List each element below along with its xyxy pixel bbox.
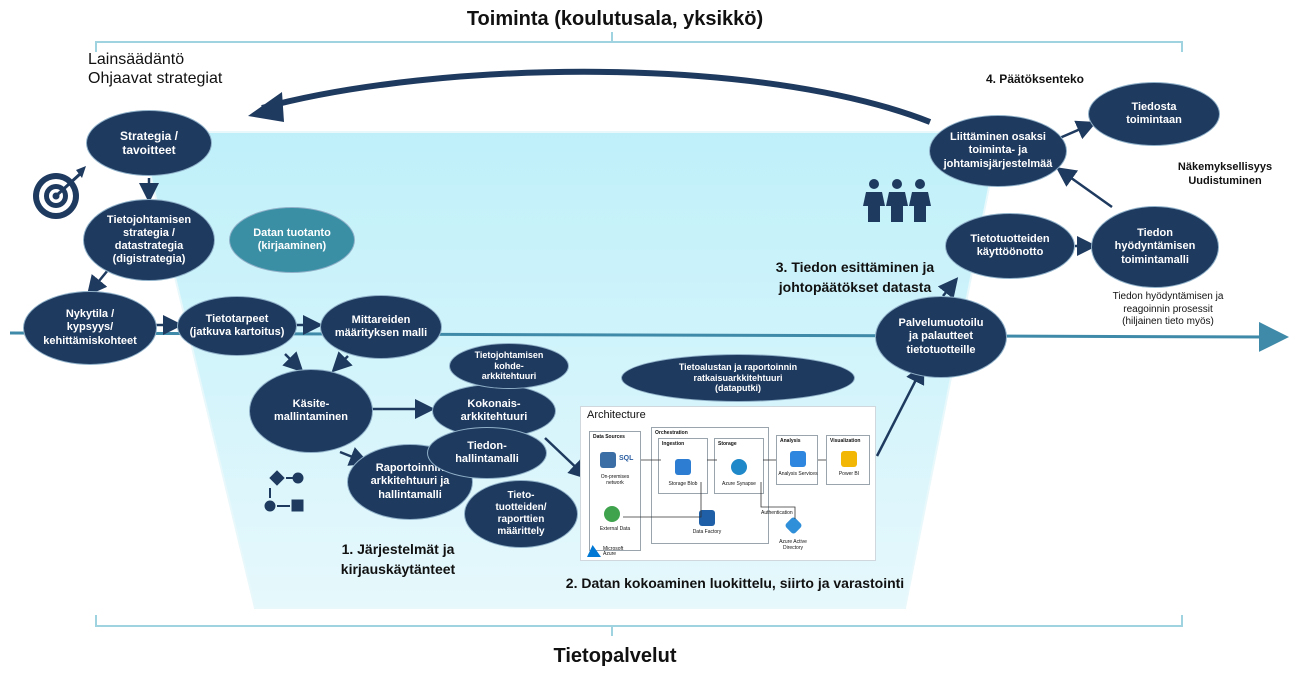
section-3-label: 3. Tiedon esittäminen ja johtopäätökset … xyxy=(775,259,935,295)
architecture-diagram: Architecture Data Sources SQL On-premise… xyxy=(580,406,876,561)
on-premises-label: On-premises network xyxy=(600,474,630,486)
node-hyodyntamisen-toimintamalli: Tiedon hyödyntämisen toimintamalli xyxy=(1092,207,1218,287)
synapse-label: Azure Synapse xyxy=(722,481,756,487)
sql-server-icon xyxy=(600,452,616,468)
node-tietoalusta: Tietoalustan ja raportoinnin ratkaisuark… xyxy=(622,355,854,401)
people-icon xyxy=(863,179,931,222)
aad-label: Azure Active Directory xyxy=(779,539,807,551)
node-palvelumuotoilu: Palvelumuotoilu ja palautteet tietotuott… xyxy=(876,297,1006,377)
ingestion-box: Ingestion Storage Blob xyxy=(658,438,708,494)
header-title: Toiminta (koulutusala, yksikkö) xyxy=(466,8,764,30)
orchestration-box: Orchestration Ingestion Storage Blob Sto… xyxy=(651,427,769,544)
visualization-label: Visualization xyxy=(830,438,861,444)
analysis-label: Analysis xyxy=(780,438,801,444)
node-liittaminen: Liittäminen osaksi toiminta- ja johtamis… xyxy=(930,116,1066,186)
ms-azure-label: Microsoft Azure xyxy=(603,546,624,557)
decision-title: 4. Päätöksenteko xyxy=(985,72,1085,86)
feedback-arrow xyxy=(261,68,932,125)
external-data-icon xyxy=(604,506,620,522)
node-kasitemallintaminen: Käsite- mallintaminen xyxy=(250,370,372,452)
storage-blob-icon xyxy=(675,459,691,475)
node-kayttoonotto: Tietotuotteiden käyttöönotto xyxy=(946,214,1074,278)
data-factory-icon xyxy=(699,510,715,526)
analysis-services-icon xyxy=(790,451,806,467)
node-strategia: Strategia / tavoitteet xyxy=(87,111,211,175)
section-1-label: 1. Järjestelmät ja kirjauskäytänteet xyxy=(340,541,456,577)
vision-label: Näkemyksellisyys Uudistuminen xyxy=(1170,161,1280,189)
vision-line-2: Uudistuminen xyxy=(1188,174,1262,187)
storage-box: Storage Azure Synapse xyxy=(714,438,764,494)
footer-title: Tietopalvelut xyxy=(553,645,677,667)
analysis-box: Analysis Analysis Services xyxy=(776,435,818,485)
node-tietotuotteiden-maarittely: Tieto- tuotteiden/ raporttien määrittely xyxy=(465,481,577,547)
shapes-icon xyxy=(264,470,304,512)
node-tiedosta-toimintaan: Tiedosta toimintaan xyxy=(1089,83,1219,145)
node-tiedonhallintamalli: Tiedon- hallintamalli xyxy=(428,428,546,478)
architecture-connectors xyxy=(623,459,826,519)
sql-label: SQL xyxy=(619,455,634,462)
analysis-services-label: Analysis Services xyxy=(778,471,818,477)
storage-blob-label: Storage Blob xyxy=(668,481,698,487)
node-tietojohtamisen-strategia: Tietojohtamisen strategia / datastrategi… xyxy=(84,200,214,280)
node-tietotarpeet: Tietotarpeet (jatkuva kartoitus) xyxy=(178,297,296,355)
data-sources-label: Data Sources xyxy=(593,434,625,440)
data-sources-box: Data Sources SQL On-premises network Ext… xyxy=(589,431,641,551)
orchestration-label: Orchestration xyxy=(655,430,688,436)
synapse-icon xyxy=(731,459,747,475)
authentication-label: Authentication xyxy=(761,510,793,516)
target-icon xyxy=(33,166,86,219)
node-datan-tuotanto: Datan tuotanto (kirjaaminen) xyxy=(230,208,354,272)
architecture-title: Architecture xyxy=(587,409,646,421)
node-kokonaisarkkitehtuuri: Kokonais- arkkitehtuuri xyxy=(433,385,555,437)
vision-line-1: Näkemyksellisyys xyxy=(1177,161,1273,173)
top-bracket xyxy=(95,41,1183,52)
bottom-bracket xyxy=(95,615,1183,627)
process-note: Tiedon hyödyntämisen ja reagoinnin prose… xyxy=(1112,291,1224,327)
power-bi-label: Power BI xyxy=(838,471,860,477)
legislation-label: Lainsäädäntö Ohjaavat strategiat xyxy=(88,50,222,88)
data-factory-label: Data Factory xyxy=(692,529,722,535)
legislation-line-2: Ohjaavat strategiat xyxy=(88,70,223,88)
storage-label: Storage xyxy=(718,441,737,447)
external-data-label: External Data xyxy=(599,526,631,532)
node-nykytila: Nykytila / kypsyys/ kehittämiskohteet xyxy=(24,292,156,364)
ingestion-label: Ingestion xyxy=(662,441,685,447)
power-bi-icon xyxy=(841,451,857,467)
node-mittareiden: Mittareiden määrityksen malli xyxy=(321,296,441,358)
node-tj-kohdearkkitehtuuri: Tietojohtamisen kohde- arkkitehtuuri xyxy=(450,344,568,388)
section-2-label: 2. Datan kokoaminen luokittelu, siirto j… xyxy=(565,575,905,591)
legislation-line-1: Lainsäädäntö xyxy=(88,51,185,68)
visualization-box: Visualization Power BI xyxy=(826,435,870,485)
